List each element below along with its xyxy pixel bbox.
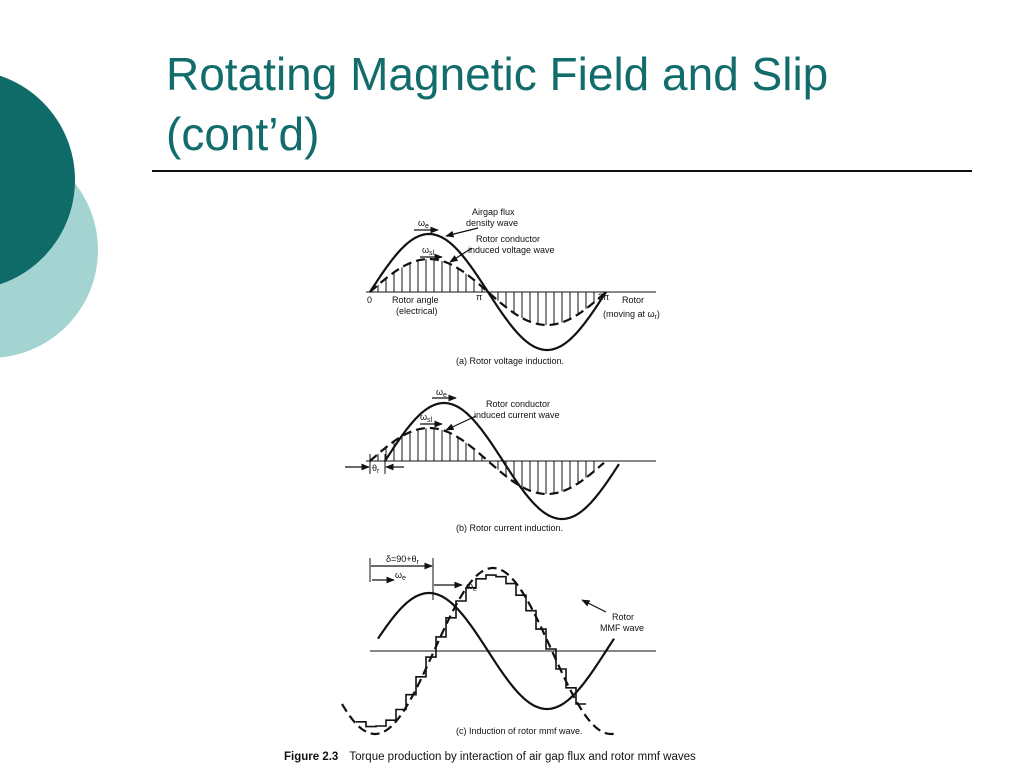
panel-c-mmf-pointer: [581, 599, 607, 613]
panel-a-rotor-2: (moving at ωr): [603, 309, 660, 321]
panel-a-tick-two-pi: 2π: [598, 292, 609, 302]
panel-a-rotor-angle-2: (electrical): [396, 306, 438, 316]
panel-a-flux-pointer: [445, 227, 479, 238]
panel-a-volt-label-2: induced voltage wave: [468, 245, 555, 255]
panel-a-rotor-angle-1: Rotor angle: [392, 295, 439, 305]
title-divider: [152, 170, 972, 172]
panel-b-conductors: [377, 428, 595, 494]
panel-c-omega-e-2: ωe: [466, 581, 477, 593]
panel-b-omega-sl: ωsl: [420, 412, 433, 424]
panel-b-current-wave: [369, 426, 605, 496]
panel-a-voltage-wave: [369, 257, 607, 327]
slide-title-line1: Rotating Magnetic Field and Slip: [166, 48, 829, 100]
panel-b-caption: (b) Rotor current induction.: [456, 523, 563, 533]
panel-c-mmf-staircase: [356, 574, 586, 728]
panel-a-flux-label-2: density wave: [466, 218, 518, 228]
panel-a: ωe ωsl Airgap flux density wave Rotor co…: [366, 207, 660, 366]
panel-a-flux-label-1: Airgap flux: [472, 207, 515, 217]
decor-circle-dark: [0, 75, 75, 285]
panel-a-volt-pointer: [449, 247, 473, 263]
panel-b-flux-wave: [384, 401, 620, 521]
panel-b-current-label-2: induced current wave: [474, 410, 560, 420]
panel-a-volt-label-1: Rotor conductor: [476, 234, 540, 244]
panel-c-mmf-wave: [341, 566, 617, 736]
panel-c-delta: δ=90+θr: [386, 554, 420, 566]
panel-b-omega-e: ωe: [436, 387, 447, 399]
panel-b-current-pointer: [445, 415, 477, 431]
slide-title: Rotating Magnetic Field and Slip (cont’d…: [166, 44, 986, 164]
figure-caption-number: Figure 2.3: [284, 751, 338, 763]
panel-c: δ=90+θr ωe ωe Rotor MMF wave (c) Inducti…: [341, 554, 656, 736]
figure-caption-text: Torque production by interaction of air …: [349, 751, 696, 763]
panel-b: ωe ωsl Rotor conductor induced current w…: [345, 387, 656, 533]
panel-a-omega-e: ωe: [418, 218, 429, 230]
panel-a-rotor-1: Rotor: [622, 295, 644, 305]
panel-a-omega-sl: ωsl: [422, 245, 435, 257]
panel-c-omega-e-1: ωe: [395, 570, 406, 582]
panel-a-tick-pi: π: [476, 292, 482, 302]
panel-a-caption: (a) Rotor voltage induction.: [456, 356, 564, 366]
panel-c-flux-wave: [377, 591, 615, 711]
panel-b-theta: θr: [372, 463, 380, 475]
slide-title-line2: (cont’d): [166, 108, 320, 160]
panel-a-tick-zero: 0: [367, 295, 372, 305]
panel-b-current-label-1: Rotor conductor: [486, 399, 550, 409]
figure-caption: Figure 2.3 Torque production by interact…: [284, 751, 696, 763]
panel-c-mmf-label-2: MMF wave: [600, 623, 644, 633]
panel-c-mmf-label-1: Rotor: [612, 612, 634, 622]
panel-a-conductors: [377, 259, 595, 325]
panel-a-flux-wave: [369, 232, 607, 352]
panel-c-caption: (c) Induction of rotor mmf wave.: [456, 726, 583, 736]
